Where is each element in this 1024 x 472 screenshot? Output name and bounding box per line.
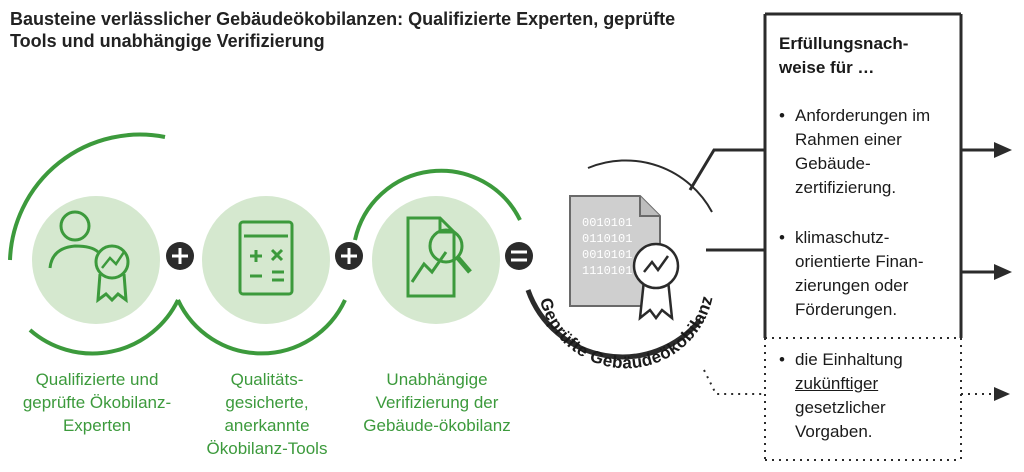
bullet-text-3: die Einhaltung zukünftiger gesetzlicher … <box>795 350 903 441</box>
box-heading: Erfüllungsnach-weise für … <box>779 34 909 77</box>
component-caption-2: Qualitäts-gesicherte, anerkannte Ökobila… <box>206 370 328 458</box>
component-caption-3: Unabhängige Verifizierung der Gebäude-ök… <box>363 370 511 435</box>
output-arrow-1 <box>961 142 1012 158</box>
binary-line-3: 0010101 <box>582 248 632 262</box>
plus-operator-1 <box>166 242 194 270</box>
calculator-icon <box>238 220 294 296</box>
equals-operator <box>505 242 533 270</box>
requirements-box: Erfüllungsnach-weise für … •Anforderunge… <box>765 14 961 460</box>
binary-line-4: 1110101 <box>582 264 632 278</box>
box-outline <box>763 12 963 461</box>
bullet-text-1: Anforderungen im Rahmen einer Gebäude-ze… <box>795 106 931 197</box>
result-ring <box>525 159 713 360</box>
result-connectors <box>688 148 765 252</box>
output-arrow-3-dotted <box>961 387 1010 401</box>
output-arrow-2 <box>961 264 1012 280</box>
component-arc-1-lower <box>28 299 180 356</box>
certificate-seal-icon <box>632 242 680 321</box>
bullet-text-2: klimaschutz-orientierte Finan-zierungen … <box>795 228 924 319</box>
binary-line-1: 0010101 <box>582 216 632 230</box>
verification-chart-icon <box>406 216 472 298</box>
page-title: Bausteine verlässlicher Gebäudeökobilanz… <box>10 9 676 51</box>
result-dotted-connector <box>703 369 765 395</box>
binary-line-2: 0110101 <box>582 232 632 246</box>
component-caption-1: Qualifizierte und geprüfte Ökobilanz-Exp… <box>22 370 172 435</box>
expert-certificate-icon <box>48 210 130 304</box>
plus-operator-2 <box>335 242 363 270</box>
underlined-word: zukünftiger <box>795 374 879 393</box>
bullet-item-1: •Anforderungen im Rahmen einer Gebäude-z… <box>779 104 959 200</box>
component-arc-1 <box>8 132 166 261</box>
bullet-item-3: •die Einhaltung zukünftiger gesetzlicher… <box>779 348 959 444</box>
component-arc-2 <box>176 299 347 356</box>
bullet-item-2: •klimaschutz-orientierte Finan-zierungen… <box>779 226 959 322</box>
component-arc-3 <box>353 168 522 241</box>
document-binary-lines: 0010101 0110101 0010101 1110101 <box>582 216 632 278</box>
component-disk-2 <box>202 196 330 324</box>
